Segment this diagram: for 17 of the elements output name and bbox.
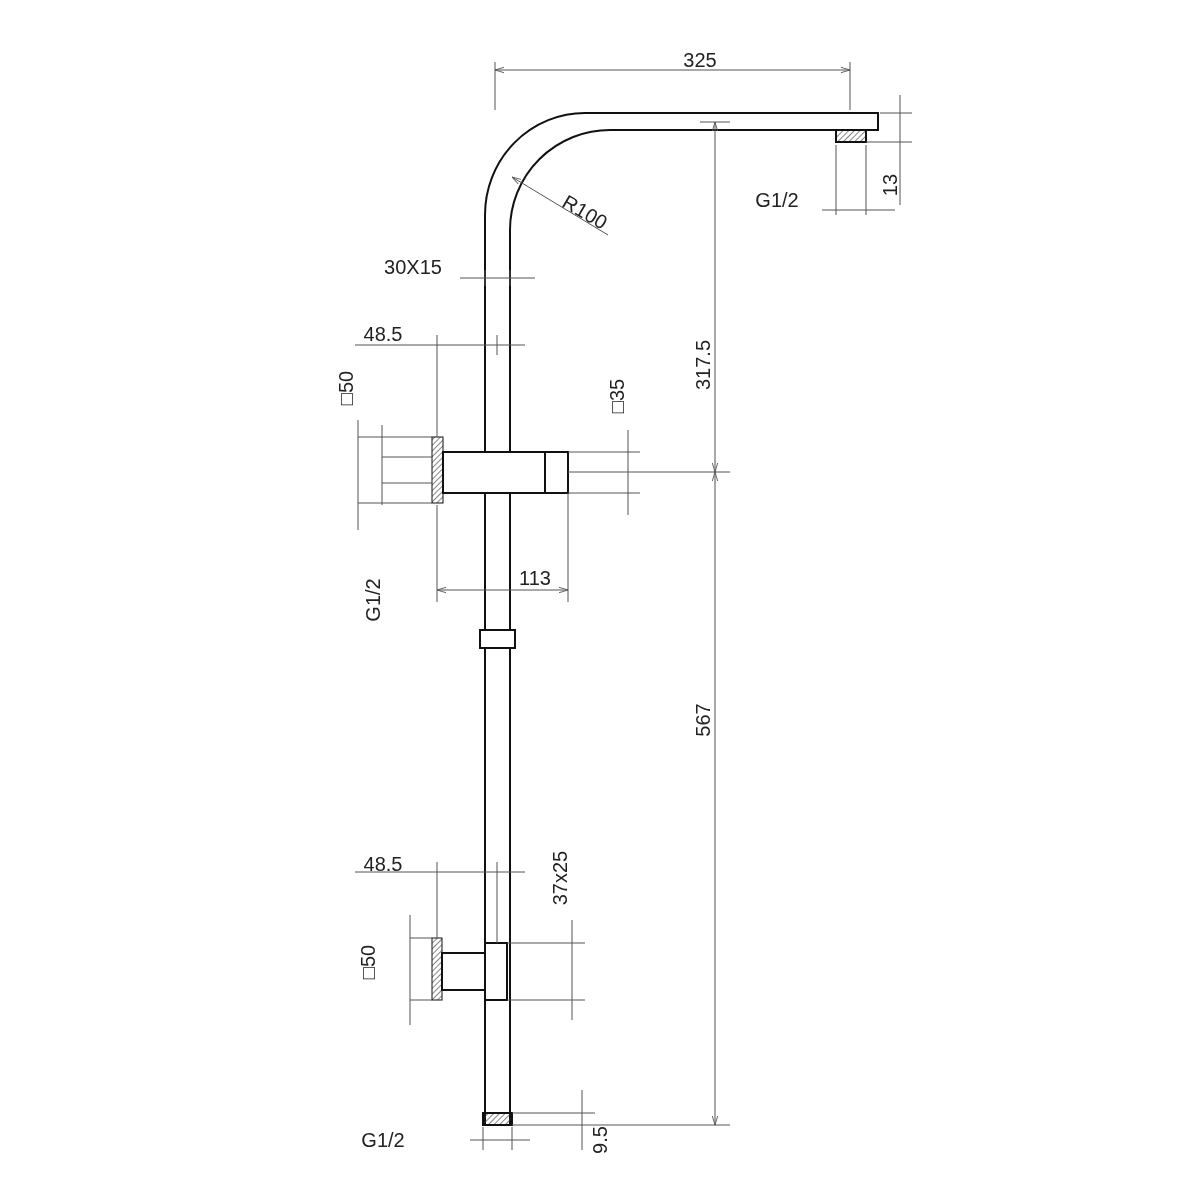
dimension-label: 48.5 (363, 854, 403, 874)
thread-label: G1/2 (755, 190, 799, 210)
radius-label: R100 (559, 191, 611, 233)
dimension-label: 30X15 (384, 257, 442, 277)
dimension-label: □35 (607, 378, 627, 414)
dimension-label: 13 (880, 173, 900, 197)
dimension-label: 567 (693, 703, 713, 737)
dimension-label: 37x25 (550, 850, 570, 906)
dimension-label: 9.5 (590, 1126, 610, 1154)
dimension-label: 317.5 (693, 339, 713, 391)
dimension-label: □50 (336, 370, 356, 406)
dimension-label: 48.5 (363, 324, 403, 344)
dimension-label: 325 (683, 50, 717, 70)
thread-label: G1/2 (363, 578, 383, 622)
thread-label: G1/2 (361, 1130, 405, 1150)
dimension-label: 113 (519, 568, 551, 588)
dimension-label: □50 (358, 944, 378, 980)
